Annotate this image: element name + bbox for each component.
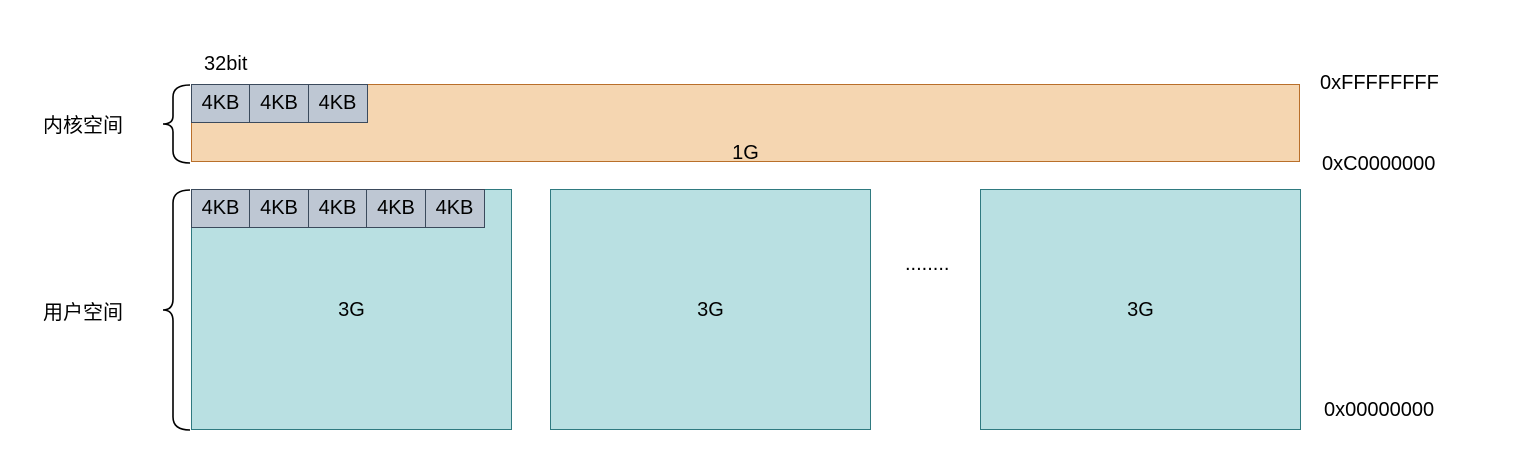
ellipsis: ........ <box>905 253 950 275</box>
user-block-3: 3G <box>980 189 1301 430</box>
bit-width-label: 32bit <box>204 53 248 75</box>
user-block-size-label: 3G <box>1127 299 1154 321</box>
address-kernel-top: 0xFFFFFFFF <box>1320 72 1439 94</box>
user-block-2: 3G <box>550 189 871 430</box>
user-space-brace <box>162 189 191 431</box>
page-cell: 4KB <box>249 83 309 123</box>
page-cell: 4KB <box>366 188 426 228</box>
user-block-size-label: 3G <box>338 299 365 321</box>
page-cell: 4KB <box>249 188 309 228</box>
address-user-bottom: 0x00000000 <box>1324 399 1435 421</box>
kernel-space-label: 内核空间 <box>43 113 123 137</box>
page-cell: 4KB <box>190 83 251 123</box>
user-space-label: 用户空间 <box>43 300 123 324</box>
kernel-space-brace <box>162 84 191 164</box>
page-cell: 4KB <box>424 188 485 228</box>
address-kernel-bottom: 0xC0000000 <box>1322 153 1436 175</box>
user-block-size-label: 3G <box>697 299 724 321</box>
page-cell: 4KB <box>307 83 368 123</box>
kernel-size-label: 1G <box>732 142 759 164</box>
page-cell: 4KB <box>307 188 368 228</box>
page-cell: 4KB <box>190 188 251 228</box>
